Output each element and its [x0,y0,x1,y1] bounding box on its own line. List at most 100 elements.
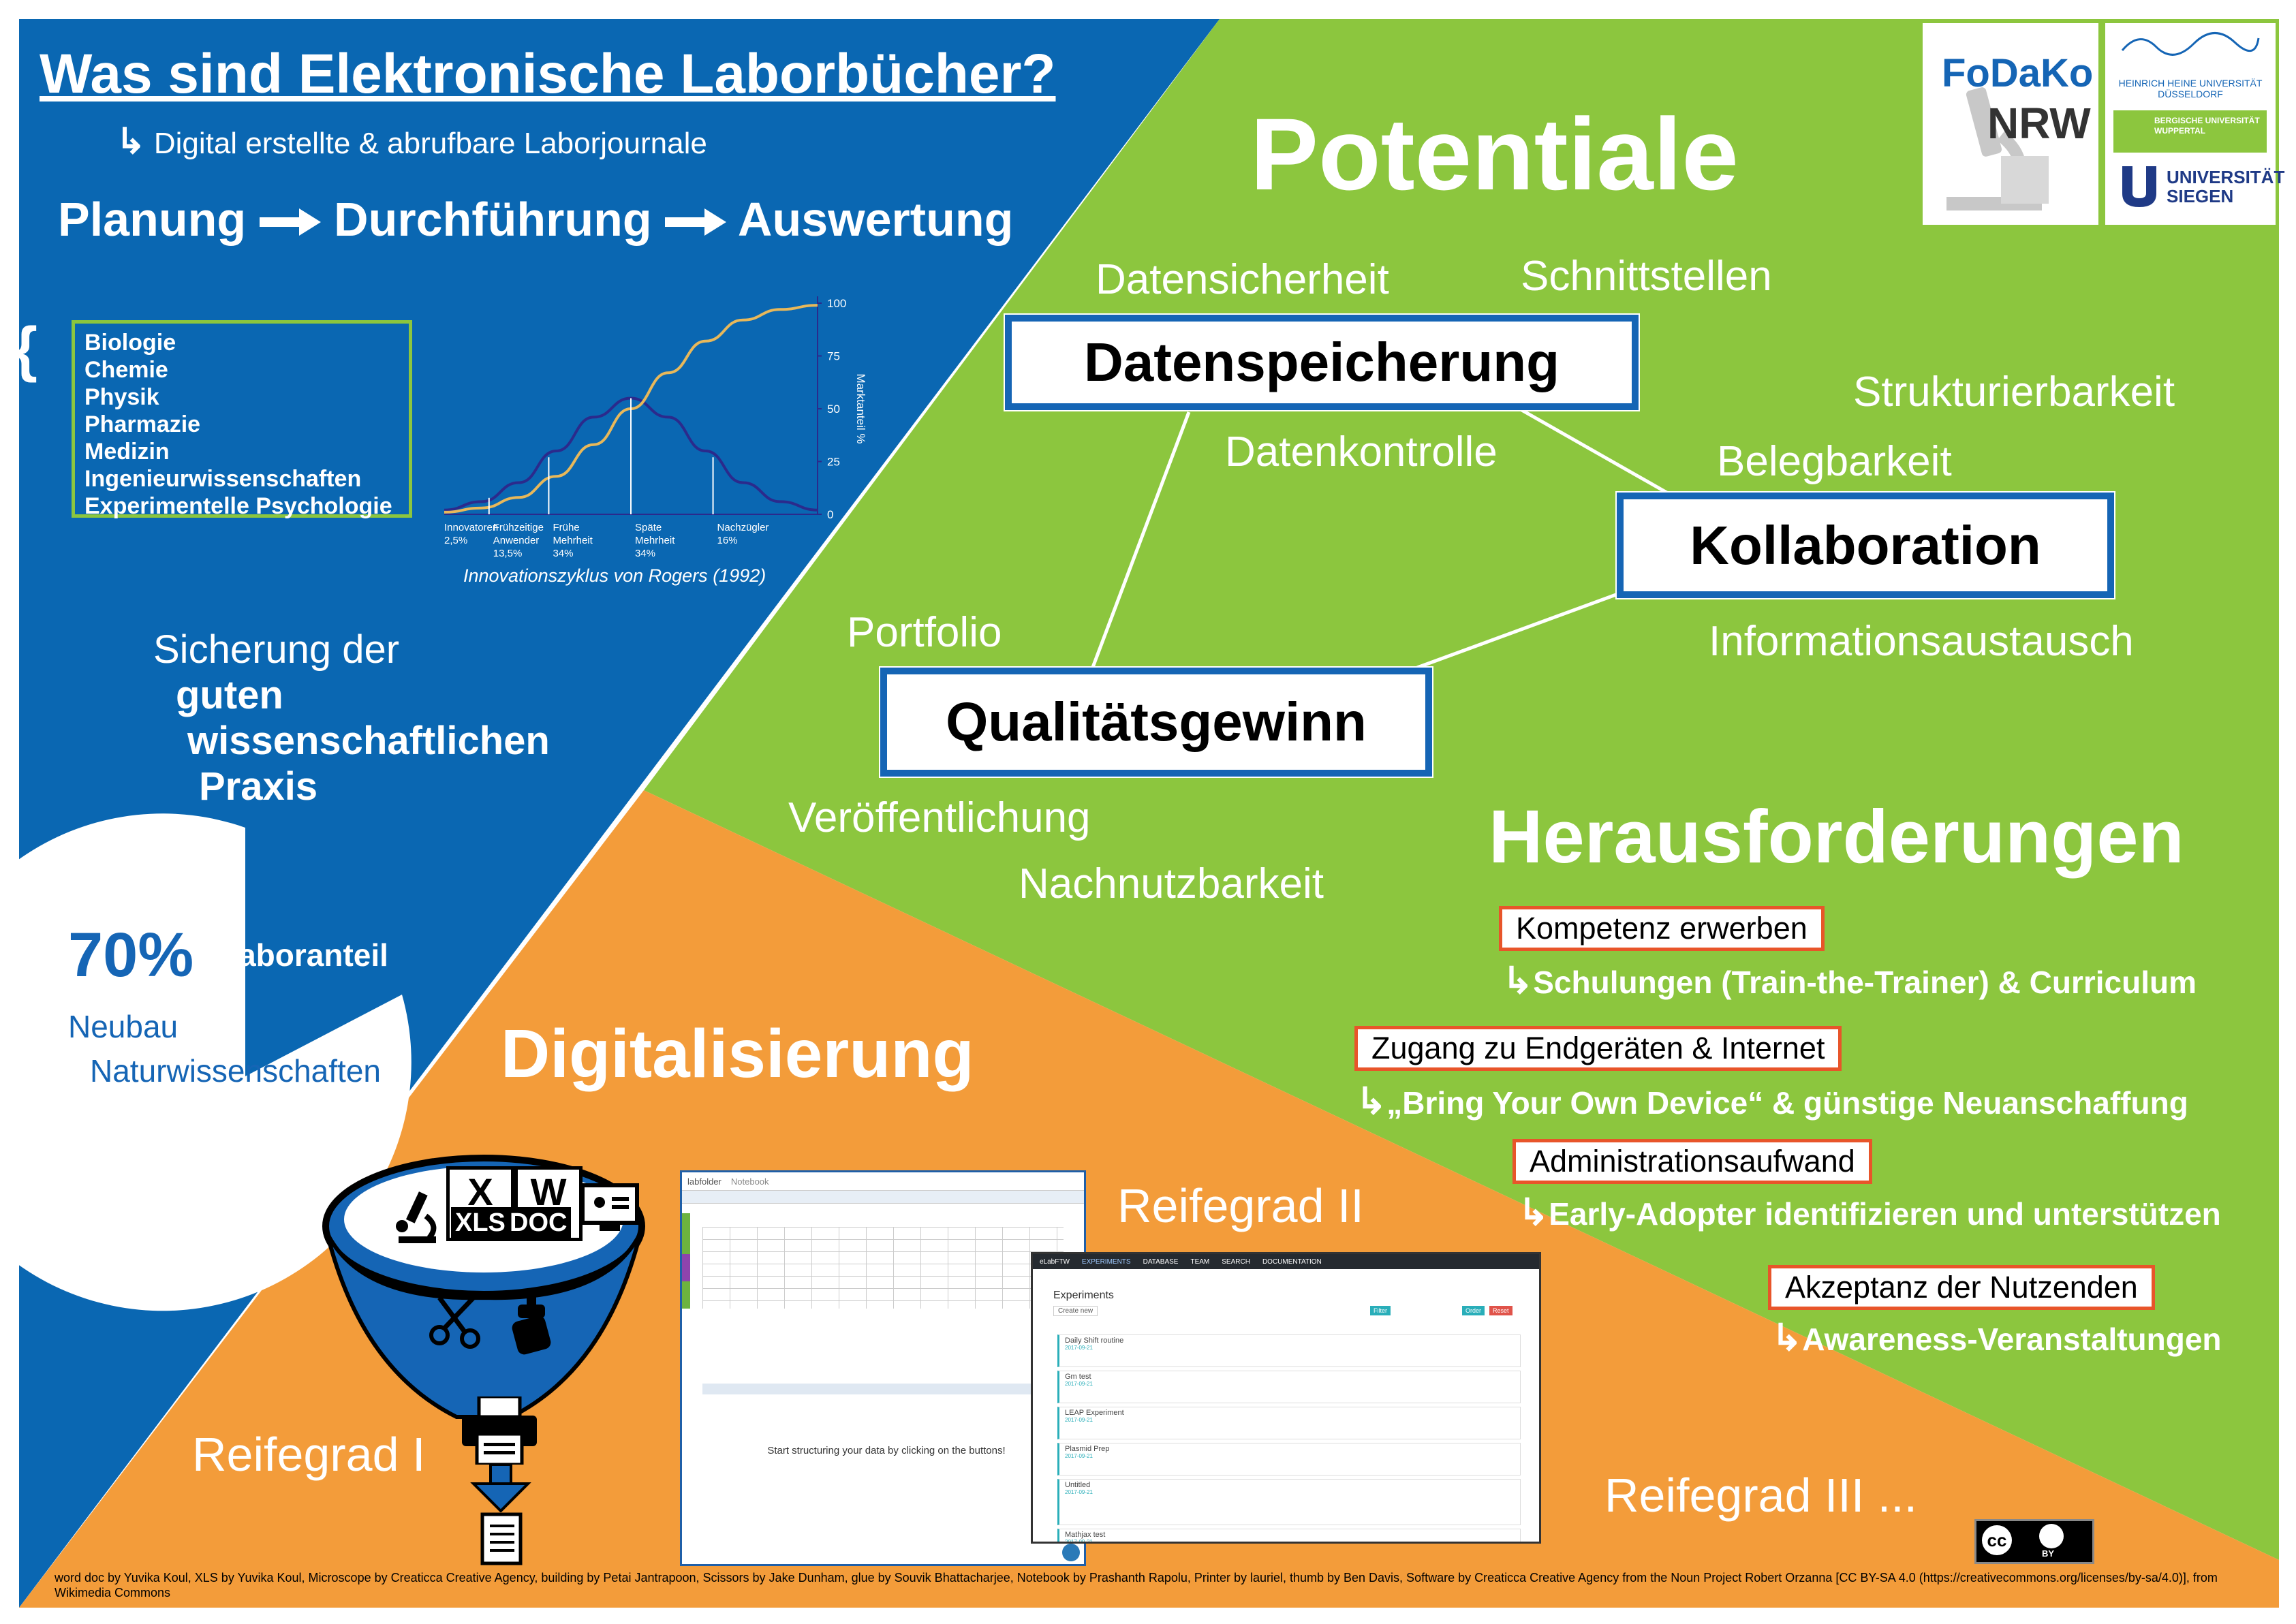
microscope-icon [1946,87,2049,210]
app-prompt: Start structuring your data by clicking … [767,1445,1006,1456]
potentiale-heading: Potentiale [1250,97,1739,211]
stat-line: Naturwissenschaften [90,1053,381,1089]
praxis-line: Praxis [199,764,318,809]
brace-icon: { [14,315,38,384]
solution-text: Awareness-Veranstaltungen [1802,1322,2222,1357]
stat-line: Neubau [68,1009,179,1044]
list-item: Physik [84,384,159,410]
y-tick-label: 75 [827,350,840,363]
stat-label: Laboranteil [219,937,388,973]
keyword-nachnutzbarkeit: Nachnutzbarkeit [1019,860,1324,907]
keyword-veroeffentlichung: Veröffentlichung [788,794,1091,841]
siegen-line: SIEGEN [2167,186,2234,206]
glue-icon [512,1291,551,1355]
challenge-box: Kompetenz erwerben [1499,906,1825,951]
category-label: 34% [635,548,655,559]
category-label: Mehrheit [553,535,593,546]
wuppertal-text: BERGISCHE UNIVERSITÄT WUPPERTAL [2154,116,2260,136]
y-tick-label: 50 [827,403,840,416]
keyword-strukturierbarkeit: Strukturierbarkeit [1853,369,2175,416]
siegen-u-icon [2122,166,2156,207]
keyword-belegbarkeit: Belegbarkeit [1717,438,1952,485]
entry-title: Mathjax test [1065,1531,1106,1539]
category-label: Frühe [553,522,579,533]
y-tick-label: 0 [827,508,833,521]
elabftw-screenshot: eLabFTW EXPERIMENTS DATABASE TEAM SEARCH… [1031,1252,1541,1544]
reifegrad-2-label: Reifegrad II [1117,1179,1364,1232]
orange-region [19,790,2279,1608]
nav-item: SEARCH [1222,1258,1250,1266]
app-navbar: eLabFTW EXPERIMENTS DATABASE TEAM SEARCH… [1033,1254,1539,1269]
hhu-text: HEINRICH HEINE UNIVERSITÄT DÜSSELDORF [2118,78,2263,99]
fields-list: Biologie Chemie Physik Pharmazie Medizin… [72,320,412,519]
box-qualitaetsgewinn: Qualitätsgewinn [880,668,1432,777]
app-brand: labfolder [687,1176,722,1187]
entry-date: 2017-09-21 [1065,1345,1093,1351]
challenge-solution: ↳Schulungen (Train-the-Trainer) & Curric… [1502,959,2197,1002]
app-button-row [702,1384,1057,1394]
solution-text: Schulungen (Train-the-Trainer) & Curricu… [1533,965,2197,1000]
fodako-wordmark: FoDaKo [1942,51,2094,95]
box-datenspeicherung: Datenspeicherung [1005,315,1639,410]
fodako-logo: FoDaKo NRW [1923,23,2098,225]
category-label: Innovatoren [444,522,498,533]
arrow-right-icon [259,192,321,247]
list-item: Biologie [84,330,176,356]
connector-line [1518,407,1694,510]
turn-arrow-icon: ↳ [1771,1317,1803,1358]
app-heading: Experiments [1053,1290,1114,1301]
praxis-line: Sicherung der [153,627,400,672]
subtitle: Digital erstellte & abrufbare Laborjourn… [153,127,707,160]
entry-date: 2017-09-21 [1065,1539,1093,1544]
box-kollaboration: Kollaboration [1617,493,2114,598]
turn-arrow-icon: ↳ [1502,961,1534,1001]
microscope-icon [396,1191,437,1243]
siegen-line: UNIVERSITÄT [2167,167,2285,187]
entry-date: 2017-09-21 [1065,1489,1093,1495]
category-label: 34% [553,548,573,559]
siegen-text: UNIVERSITÄT SIEGEN [2167,168,2284,206]
entry-date: 2017-09-21 [1065,1417,1093,1423]
fodako-logo-text: FoDaKo [1942,50,2093,96]
list-item: Ingenieurwissenschaften [84,466,362,492]
app-tab: Notebook [730,1176,769,1187]
process-flow: Planung Durchführung Auswertung [58,192,1013,247]
list-item: Medizin [84,439,170,465]
pie-chart [0,813,412,1311]
keyword-datensicherheit: Datensicherheit [1096,256,1389,303]
digitalisierung-heading: Digitalisierung [501,1016,974,1092]
doc-label: DOC [506,1207,572,1239]
connector-line [1416,591,1622,670]
entry-date: 2017-09-21 [1065,1381,1093,1387]
solution-text: Early-Adopter identifizieren und unterst… [1549,1196,2221,1232]
by-label: BY [2042,1548,2055,1559]
person-icon [2039,1524,2064,1548]
notebook-icon [480,1512,523,1565]
praxis-line: wissenschaftlichen [187,719,550,763]
nav-item: DOCUMENTATION [1262,1258,1322,1266]
category-label: 13,5% [493,548,523,559]
turn-arrow-icon: ↳ [1518,1192,1549,1233]
app-toolbar [682,1191,1084,1204]
entry-title: Plasmid Prep [1065,1445,1110,1453]
connector-line [1088,411,1191,675]
keyword-portfolio: Portfolio [847,609,1002,656]
cc-by-badge: cc BY [1974,1519,2094,1564]
app-header: labfolder Notebook [682,1172,1084,1191]
entry-date: 2017-09-21 [1065,1453,1093,1459]
turn-arrow-icon: ↳ [1356,1081,1387,1122]
category-label: Frühzeitige [493,522,544,533]
challenge-solution: ↳Early-Adopter identifizieren und unters… [1518,1191,2221,1234]
keyword-schnittstellen: Schnittstellen [1521,253,1772,300]
app-filter-button: Filter [1370,1306,1391,1315]
arrow-down-icon [470,1465,531,1512]
list-item: Chemie [84,357,168,383]
xls-label: XLS [451,1207,510,1239]
challenge-box: Zugang zu Endgeräten & Internet [1354,1026,1842,1071]
nav-item: DATABASE [1143,1258,1179,1266]
